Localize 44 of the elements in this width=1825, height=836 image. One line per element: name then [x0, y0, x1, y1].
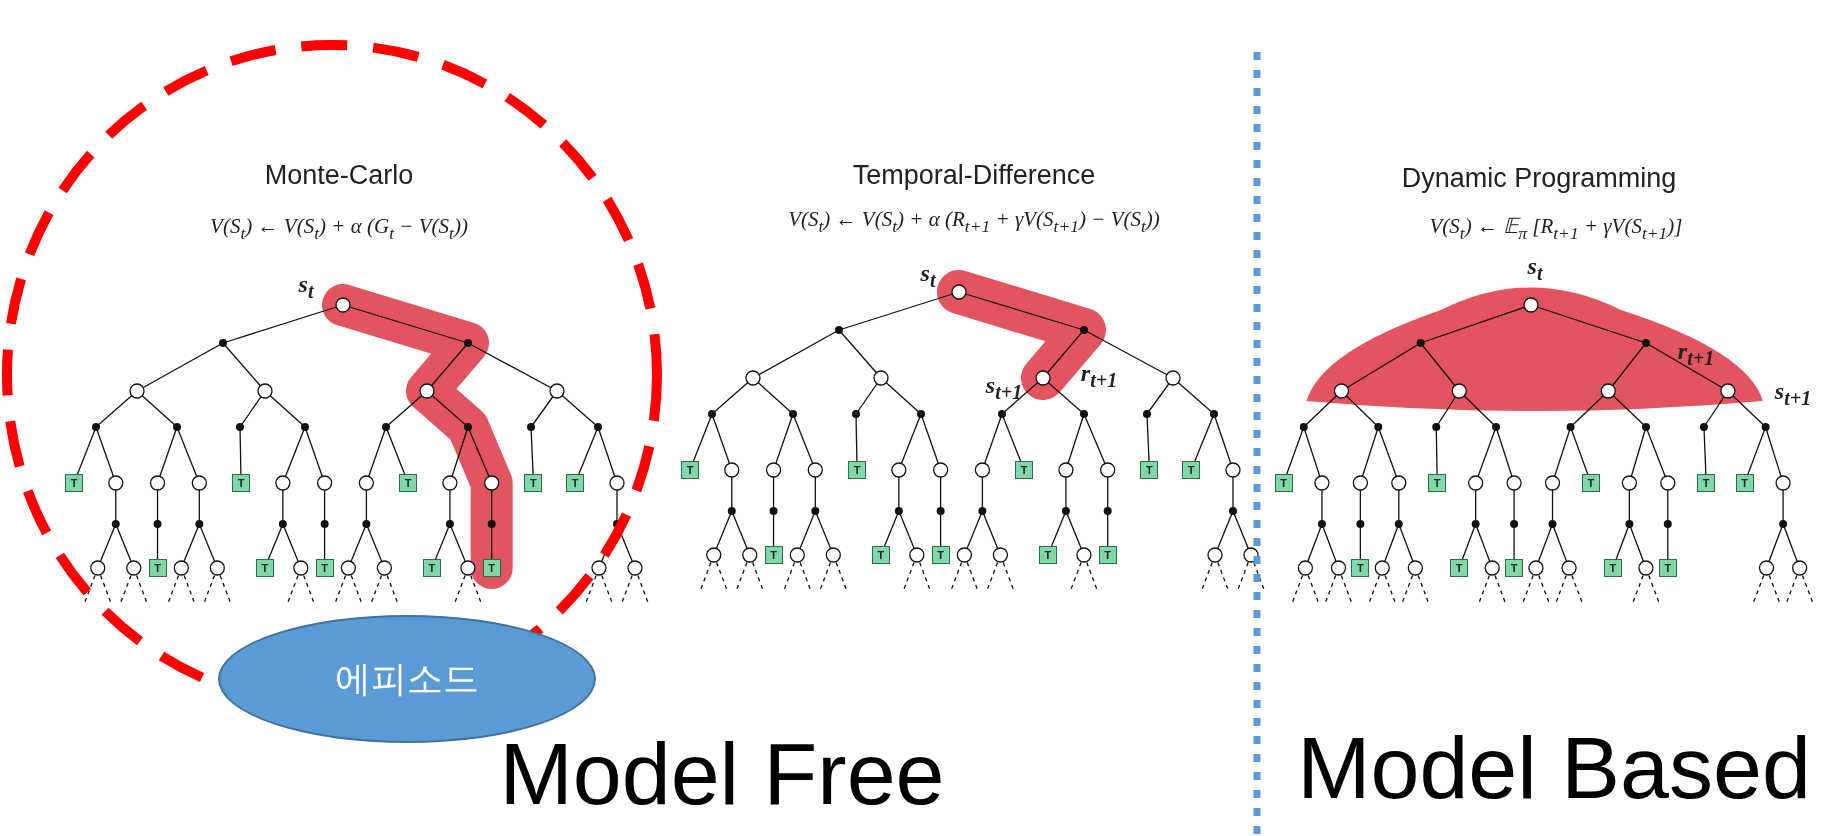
panel-title: Temporal-Difference [852, 159, 1096, 191]
terminal-state: T [566, 474, 585, 492]
update-formula: V(S$_{t}$) ← V(S$_{t}$) + α (R$_{t+1}$ + γV(S$_{t+1}$) − V(S$_{t}$)) [788, 207, 1160, 237]
terminal-state: T [1274, 474, 1293, 492]
state-label: r$_{t+1}$ [1080, 360, 1118, 392]
terminal-state: T [1450, 559, 1469, 577]
terminal-state: T [931, 546, 950, 564]
state-label: s$_{t}$ [1527, 253, 1543, 285]
terminal-state: T [148, 559, 167, 577]
terminal-state: T [1038, 546, 1057, 564]
category-heading: Model Based [1297, 717, 1811, 819]
state-label: r$_{t+1}$ [1677, 338, 1715, 370]
panel-title: Dynamic Programming [1401, 162, 1677, 194]
terminal-state: T [1505, 559, 1524, 577]
terminal-state: T [1735, 474, 1754, 492]
terminal-state: T [422, 559, 441, 577]
terminal-state: T [764, 546, 783, 564]
terminal-state: T [681, 461, 699, 479]
state-label: s$_{t}$ [920, 260, 936, 292]
terminal-state: T [255, 559, 274, 577]
terminal-state: T [315, 559, 334, 577]
terminal-state: T [848, 461, 867, 479]
state-label: s$_{t+1}$ [985, 372, 1023, 404]
terminal-state: T [1581, 474, 1600, 492]
terminal-state: T [1140, 461, 1159, 479]
update-formula: V(S$_{t}$) ← 𝔼$_{π}$ [R$_{t+1}$ + γV(S$_{t+1}$)] [1429, 214, 1683, 244]
state-label: s$_{t+1}$ [1774, 378, 1812, 410]
terminal-state: T [1098, 546, 1117, 564]
terminal-state: T [399, 474, 418, 492]
terminal-state: T [1015, 461, 1034, 479]
terminal-state: T [524, 474, 543, 492]
state-label: s$_{t}$ [298, 271, 314, 303]
terminal-state: T [1428, 474, 1447, 492]
terminal-state: T [871, 546, 890, 564]
terminal-state: T [1697, 474, 1716, 492]
terminal-state: T [1603, 559, 1622, 577]
panel-title: Monte-Carlo [264, 159, 414, 191]
ellipse-callout: 에피소드 [218, 615, 596, 743]
terminal-state: T [232, 474, 251, 492]
terminal-state: T [1658, 559, 1677, 577]
terminal-state: T [1351, 559, 1370, 577]
update-formula: V(S$_{t}$) ← V(S$_{t}$) + α (G$_{t}$ − V(S$_{t}$)) [210, 214, 468, 244]
terminal-state: T [1182, 461, 1201, 479]
terminal-state: T [65, 474, 83, 492]
